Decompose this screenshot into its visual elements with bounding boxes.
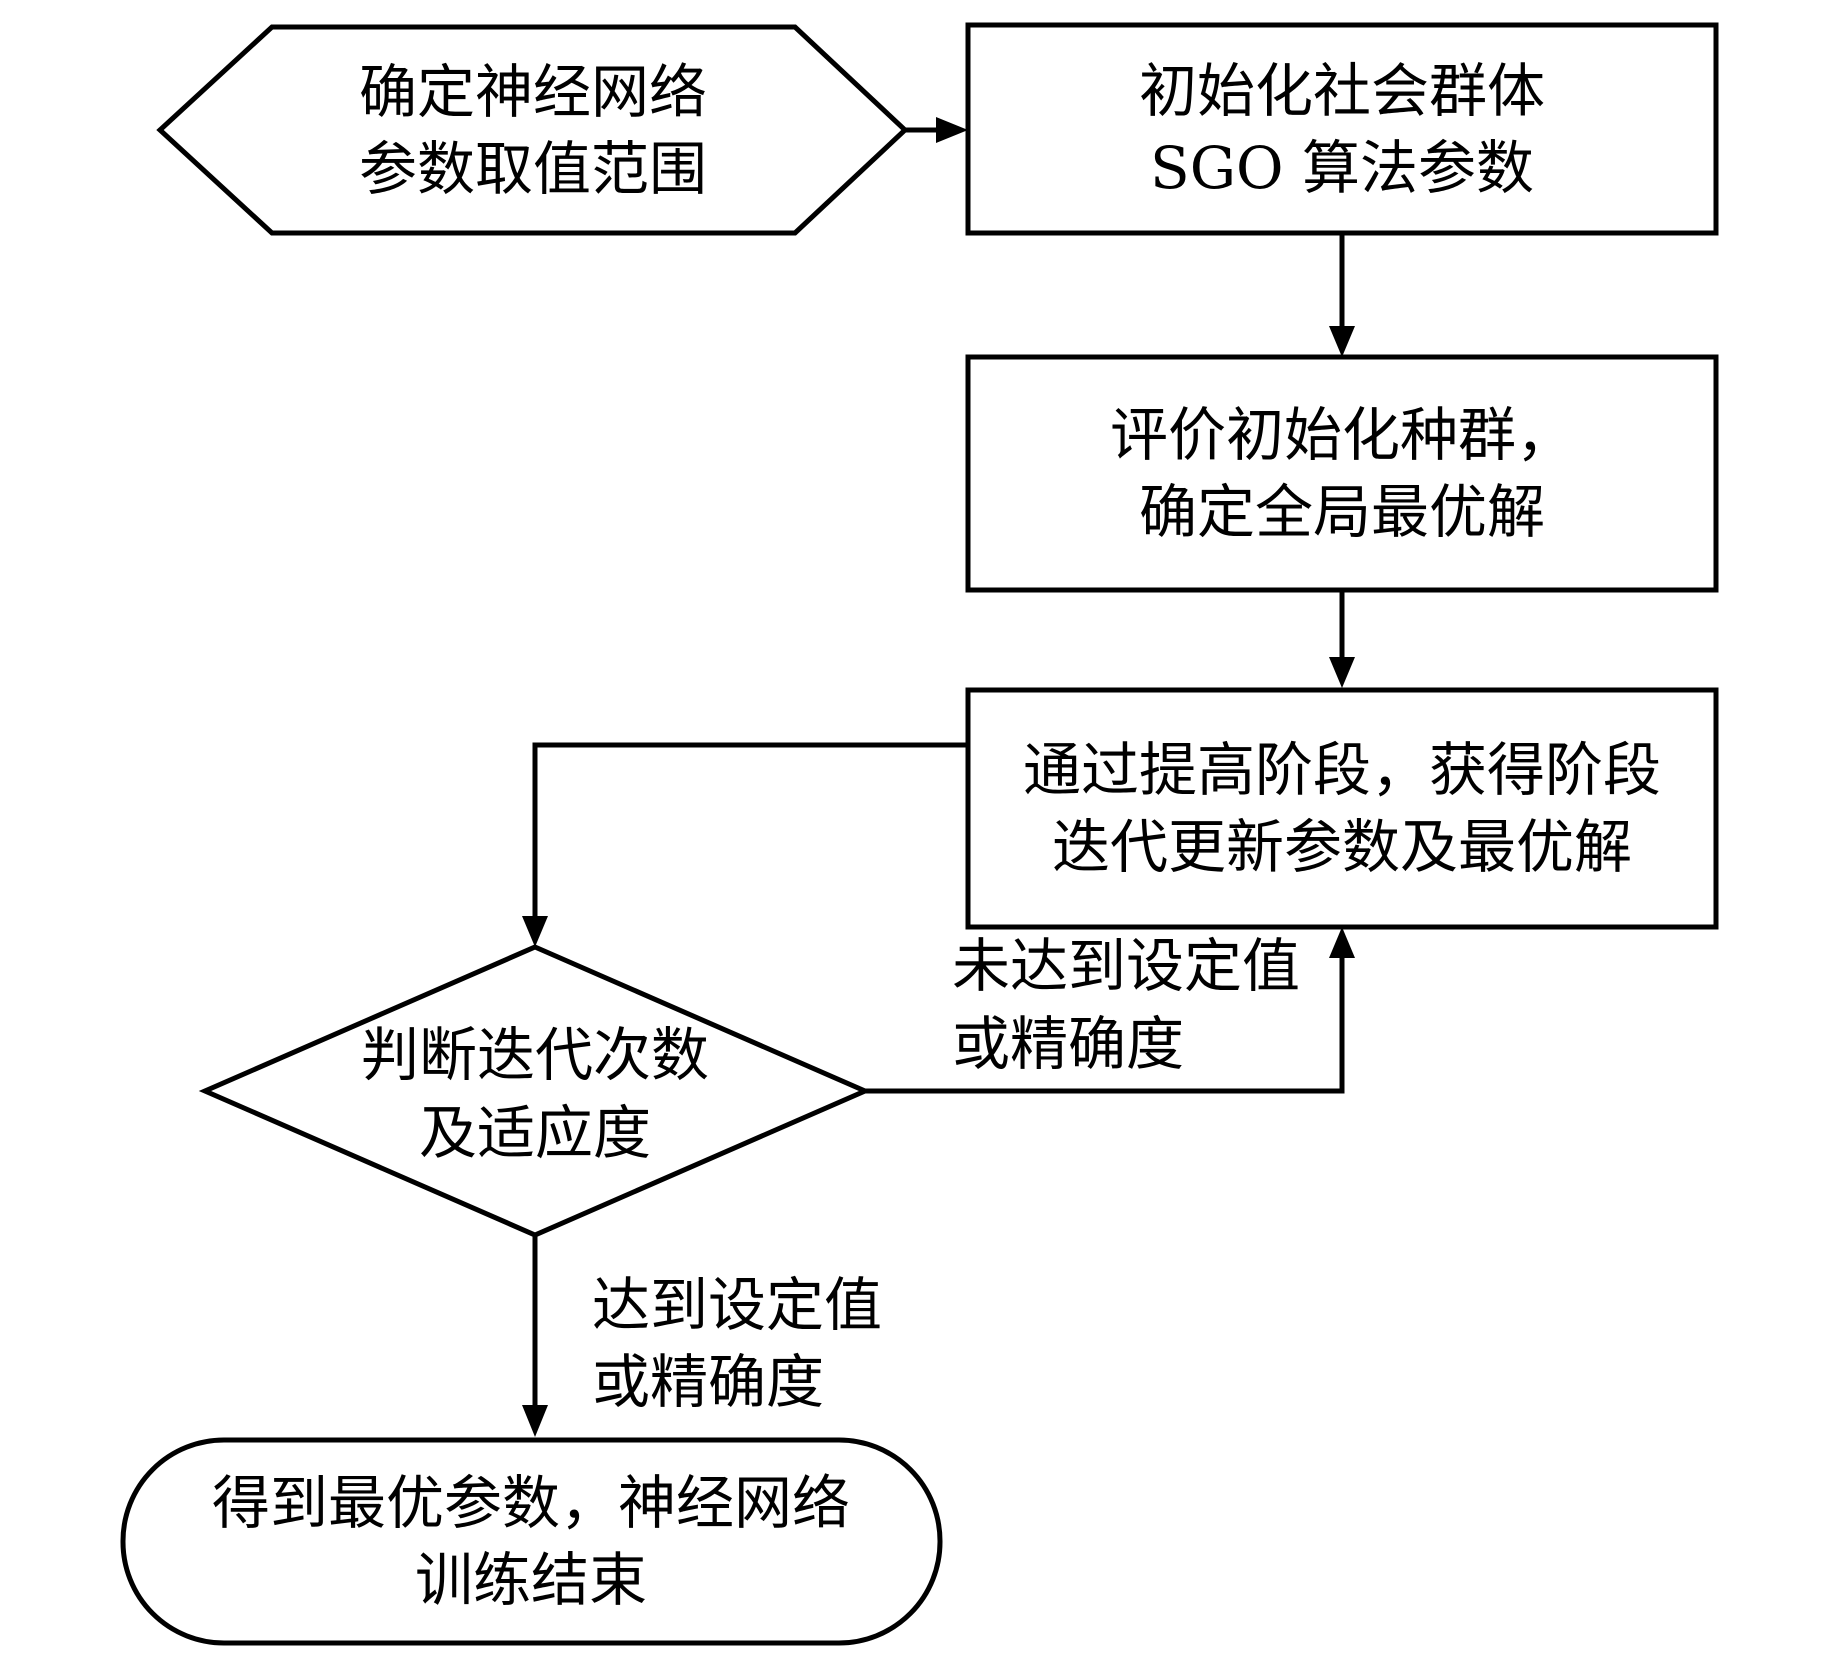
edge-decision-loop-to-improve — [865, 927, 1355, 1094]
arrowhead-down-icon — [522, 1405, 548, 1437]
arrowhead-down-icon — [1329, 326, 1355, 357]
rect-shape — [965, 687, 1719, 930]
arrowhead-down-icon — [522, 916, 548, 947]
edge-improve-to-decision — [522, 742, 968, 947]
node-init-rect: 初始化社会群体 SGO 算法参数 — [965, 22, 1719, 236]
node-improve-rect: 通过提高阶段，获得阶段 迭代更新参数及最优解 — [965, 687, 1719, 930]
node-start-text-line2: 参数取值范围 — [359, 135, 707, 203]
edge-line — [532, 742, 968, 916]
edge-label-reached: 达到设定值 或精确度 — [592, 1271, 882, 1416]
rect-shape — [965, 354, 1719, 593]
edge-init-to-evaluate — [1329, 233, 1355, 357]
node-decision-diamond: 判断迭代次数 及适应度 — [198, 944, 872, 1238]
node-init-text-line2: SGO 算法参数 — [1150, 134, 1534, 202]
node-evaluate-text-line1: 评价初始化种群， — [1110, 401, 1574, 469]
node-decision-text-line2: 及适应度 — [419, 1099, 651, 1167]
edge-evaluate-to-improve — [1329, 590, 1355, 688]
edge-label-not-reached-line1: 未达到设定值 — [952, 932, 1300, 1000]
stadium-shape — [120, 1437, 943, 1646]
edge-label-not-reached-line2: 或精确度 — [952, 1010, 1184, 1078]
node-improve-text-line2: 迭代更新参数及最优解 — [1052, 813, 1632, 881]
node-evaluate-text-line2: 确定全局最优解 — [1139, 478, 1545, 546]
hexagon-shape — [156, 24, 909, 236]
node-end-text-line1: 得到最优参数，神经网络 — [212, 1469, 850, 1537]
arrowhead-down-icon — [1329, 657, 1355, 688]
edge-label-reached-line1: 达到设定值 — [592, 1271, 882, 1339]
node-end-stadium: 得到最优参数，神经网络 训练结束 — [120, 1437, 943, 1646]
edge-decision-to-end — [522, 1235, 548, 1437]
rect-shape — [965, 22, 1719, 236]
node-init-text-line1: 初始化社会群体 — [1139, 57, 1545, 125]
node-improve-text-line1: 通过提高阶段，获得阶段 — [1023, 736, 1661, 804]
edge-label-reached-line2: 或精确度 — [592, 1348, 824, 1416]
node-decision-text-line1: 判断迭代次数 — [361, 1021, 709, 1089]
node-end-text-line2: 训练结束 — [415, 1546, 647, 1614]
diamond-shape — [198, 944, 872, 1238]
node-start-hexagon: 确定神经网络 参数取值范围 — [156, 24, 909, 236]
arrowhead-right-icon — [936, 117, 968, 143]
edge-label-not-reached: 未达到设定值 或精确度 — [952, 932, 1300, 1078]
arrowhead-up-icon — [1329, 927, 1355, 958]
node-start-text-line1: 确定神经网络 — [359, 58, 707, 126]
edge-line — [865, 958, 1345, 1094]
edge-start-to-init — [905, 117, 968, 143]
node-evaluate-rect: 评价初始化种群， 确定全局最优解 — [965, 354, 1719, 593]
